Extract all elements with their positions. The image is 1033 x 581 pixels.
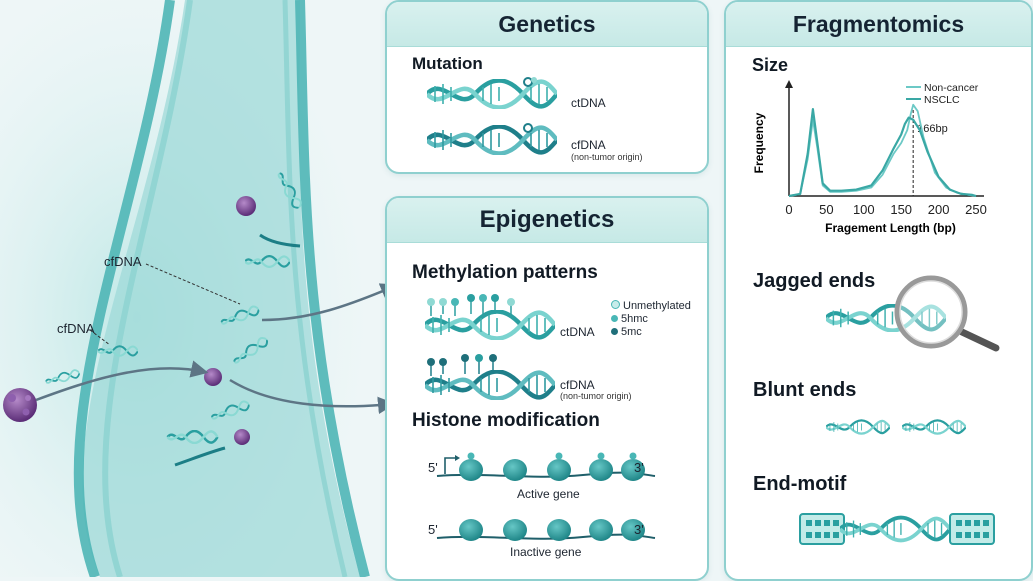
fragmentomics-title: Fragmentomics: [726, 2, 1031, 47]
nucleosome-row-active: [459, 452, 645, 481]
nucleosome-row-inactive: [459, 519, 645, 541]
x-tick-label: 200: [928, 202, 950, 217]
jagged-ends-illustration: [826, 275, 1000, 352]
epigenetics-panel: Epigenetics Methylation patterns ctDNA U…: [385, 196, 709, 581]
magnifier-icon: [894, 275, 1000, 352]
ctdna-helix: [427, 77, 567, 114]
vessel-wall-outer: [73, 0, 175, 577]
legend-5mc: 5mc: [621, 326, 642, 338]
methylation-ctdna-helix: [425, 294, 565, 344]
active-3prime: 3': [634, 460, 644, 475]
blood-vessel-illustration: [0, 0, 390, 577]
genetics-cfdna-label: cfDNA: [571, 138, 606, 152]
size-title: Size: [752, 55, 789, 75]
epigenetics-title: Epigenetics: [387, 198, 707, 243]
active-5prime: 5': [428, 460, 438, 475]
legend-entry: Non-cancer: [924, 82, 979, 94]
genetics-cfdna-origin: (non-tumor origin): [571, 152, 643, 162]
inactive-gene-diagram: [436, 519, 656, 541]
genetics-ctdna-label: ctDNA: [571, 96, 606, 110]
methylation-legend: Unmethylated 5hmc 5mc: [611, 300, 691, 339]
inactive-5prime: 5': [428, 522, 438, 537]
x-axis-label: Fragement Length (bp): [825, 221, 956, 235]
cfdna-label-left: cfDNA: [57, 321, 95, 336]
genetics-panel: Genetics Mutation ctDNA cfDNA (non-tumor…: [385, 0, 709, 174]
blunt-ends-illustration: [826, 418, 966, 436]
y-axis-arrow-icon: [785, 80, 793, 88]
legend-entry: NSCLC: [924, 94, 960, 106]
blunt-title: Blunt ends: [753, 379, 857, 401]
methylation-cfdna-origin: (non-tumor origin): [560, 391, 632, 401]
5mc-dot: [611, 328, 618, 335]
cfdna-helix: [427, 123, 567, 160]
inactive-3prime: 3': [634, 522, 644, 537]
active-gene-label: Active gene: [517, 487, 580, 501]
blood-cell: [236, 196, 256, 216]
x-tick-label: 100: [853, 202, 875, 217]
methylation-cfdna-helix: [425, 354, 565, 404]
legend-5hmc: 5hmc: [621, 313, 648, 325]
blood-cell: [204, 368, 222, 386]
x-tick-label: 50: [819, 202, 833, 217]
x-tick-label: 150: [890, 202, 912, 217]
end-motif-illustration: [799, 513, 995, 545]
y-axis-label: Frequency: [752, 112, 766, 173]
histone-title: Histone modification: [412, 410, 600, 431]
active-gene-diagram: [436, 452, 656, 481]
blood-cell: [234, 429, 250, 445]
genetics-title: Genetics: [387, 2, 707, 47]
end-motif-title: End-motif: [753, 473, 847, 495]
jagged-title: Jagged ends: [753, 270, 876, 292]
methylation-ctdna-label: ctDNA: [560, 325, 595, 339]
5hmc-dot: [611, 315, 618, 322]
methylation-title: Methylation patterns: [412, 262, 598, 283]
cfdna-label-top: cfDNA: [104, 254, 142, 269]
legend-unmethylated: Unmethylated: [623, 300, 691, 312]
series-line-non-cancer: [788, 103, 977, 197]
inactive-gene-label: Inactive gene: [510, 545, 582, 559]
vessel-wall-inner: [102, 0, 193, 577]
unmethylated-dot: [611, 300, 620, 309]
annotation-label: 166bp: [917, 123, 948, 135]
x-tick-label: 0: [785, 202, 792, 217]
series-line-nsclc: [788, 108, 977, 198]
methylation-cfdna-label: cfDNA: [560, 378, 595, 392]
x-tick-label: 250: [965, 202, 987, 217]
tumor-cell: [3, 388, 37, 422]
mutation-title: Mutation: [412, 54, 483, 73]
